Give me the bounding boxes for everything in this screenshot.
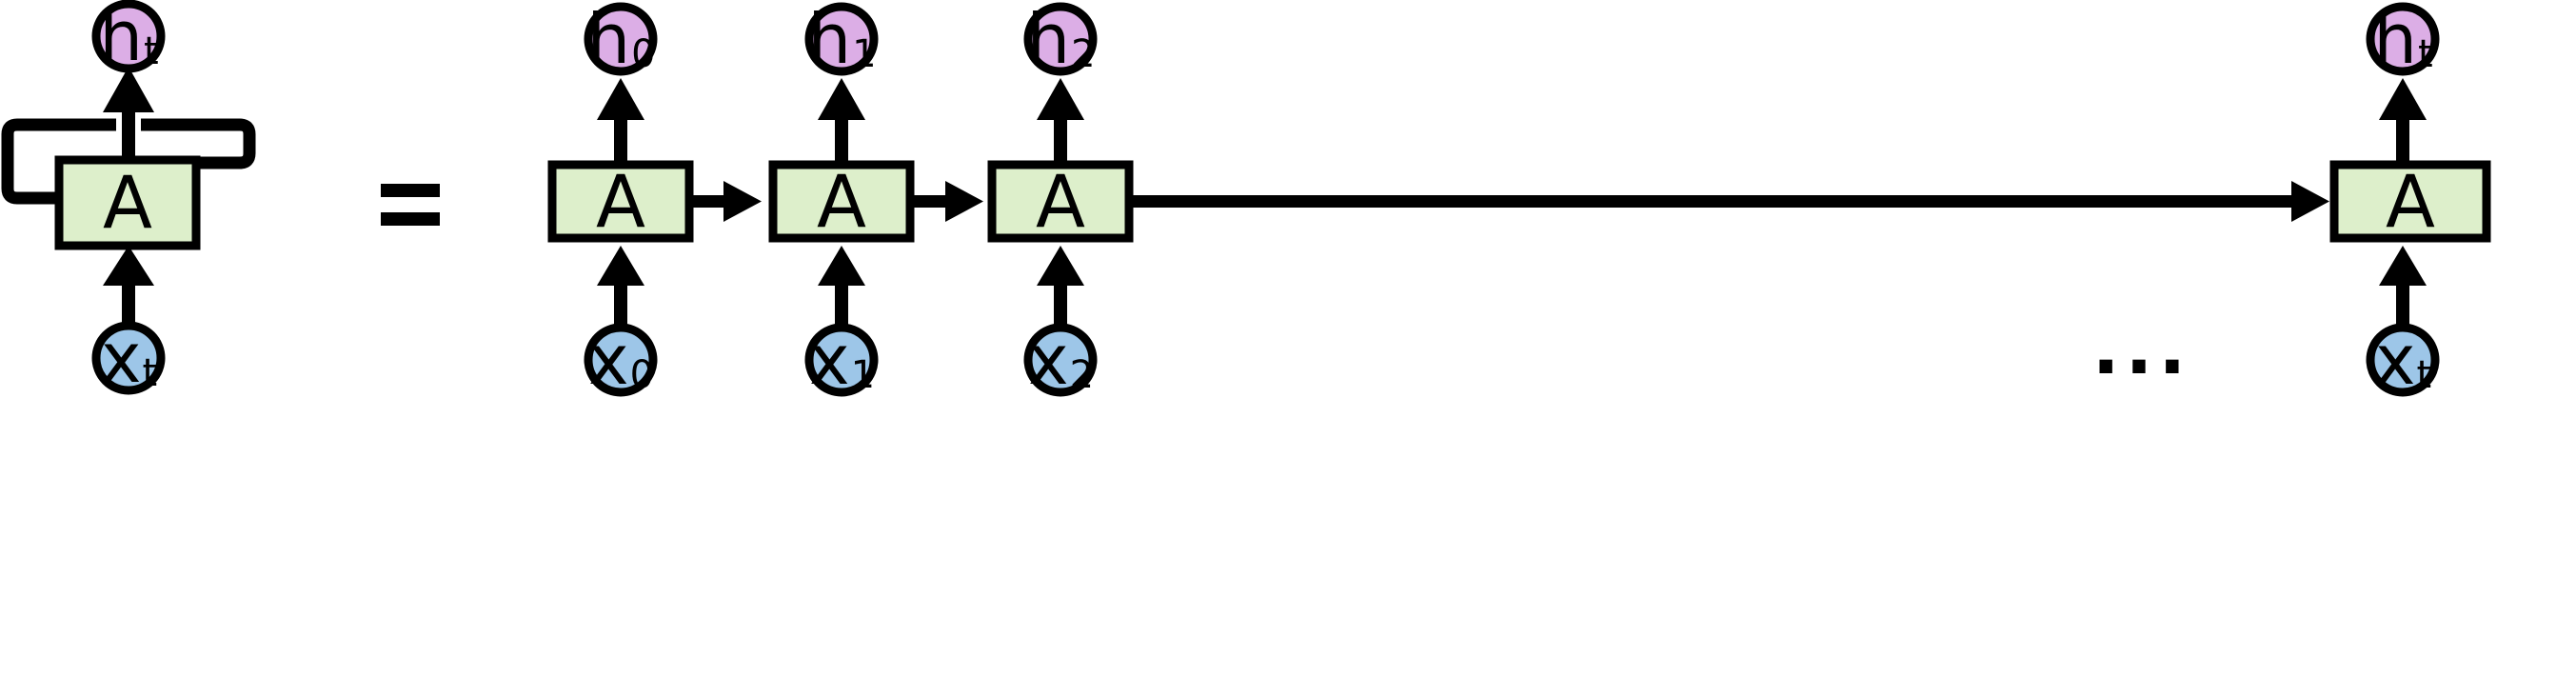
input-arrow-1: [818, 246, 865, 328]
rolled-cell-box: [54, 155, 201, 250]
output-arrow-t: [2379, 78, 2427, 167]
input-arrow-t: [2379, 246, 2427, 328]
output-node-0: [584, 2, 658, 76]
input-node-2: [1023, 323, 1098, 397]
unrolled-step-t: [2329, 2, 2491, 397]
input-node-t: [2366, 323, 2440, 397]
rolled-output-arrow: [103, 67, 154, 162]
cell-box-t: [2329, 160, 2491, 243]
rolled-input-arrow: [103, 246, 154, 326]
rolled-input-node: [91, 321, 166, 395]
hidden-state-arrow-2-t: [1128, 181, 2329, 222]
output-arrow-2: [1037, 78, 1084, 167]
unrolled-step-2: [987, 2, 1134, 397]
output-node-1: [804, 2, 879, 76]
output-node-2: [1023, 2, 1098, 76]
hidden-state-arrow-1-2: [909, 181, 983, 222]
output-arrow-0: [597, 78, 644, 167]
input-node-0: [584, 323, 658, 397]
input-node-1: [804, 323, 879, 397]
input-arrow-2: [1037, 246, 1084, 328]
unrolled-step-0: [547, 2, 694, 397]
input-arrow-0: [597, 246, 644, 328]
equals-sign-group: [381, 184, 440, 226]
cell-box-1: [768, 160, 915, 243]
unrolled-rnn-group: [547, 2, 2491, 397]
hidden-state-arrow-0-1: [687, 181, 762, 222]
cell-box-2: [987, 160, 1134, 243]
output-arrow-1: [818, 78, 865, 167]
output-node-t: [2366, 2, 2440, 76]
rolled-output-node: [91, 0, 166, 73]
unrolled-step-1: [768, 2, 915, 397]
rolled-rnn-group: [1, 0, 256, 395]
cell-box-0: [547, 160, 694, 243]
